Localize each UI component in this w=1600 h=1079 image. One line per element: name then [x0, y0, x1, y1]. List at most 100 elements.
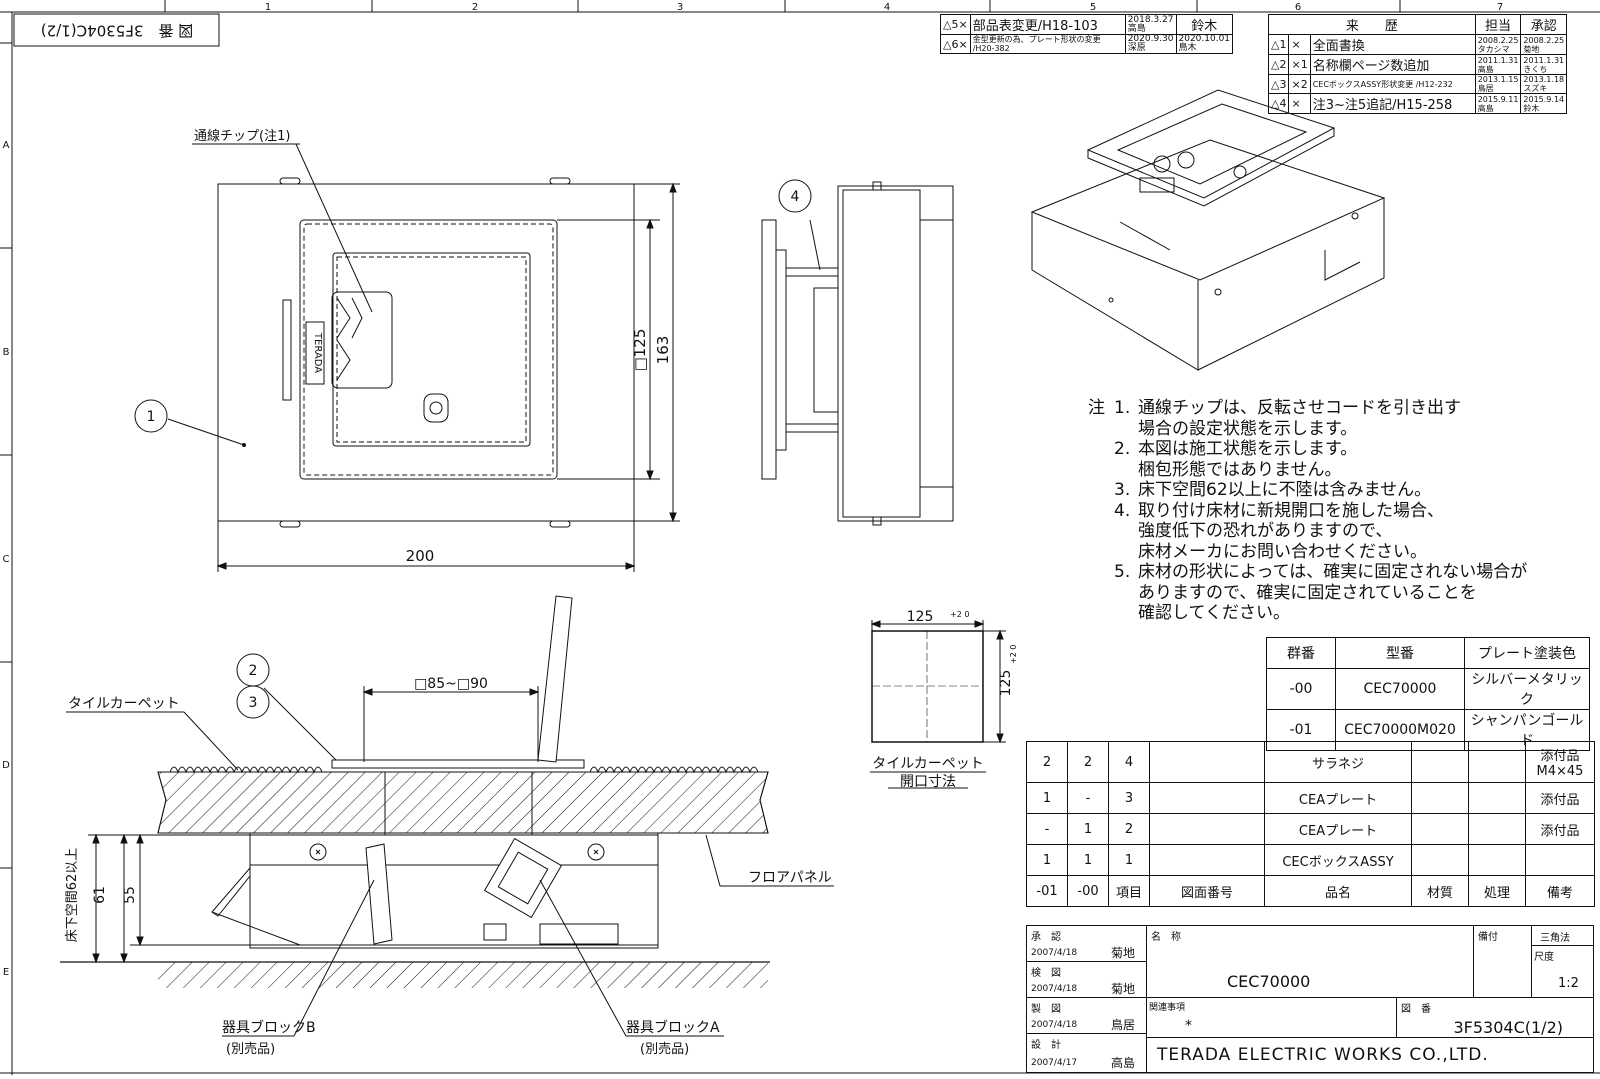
tile-carpet [169, 766, 759, 774]
bom-cell: CEAプレート [1264, 782, 1412, 814]
bom-cell [1468, 813, 1526, 845]
note-number: 2. [1114, 439, 1131, 459]
note-2: 2. 本図は施工状態を示します。 [1088, 439, 1558, 460]
dim-outer-163: 163 [654, 336, 672, 365]
concrete-slab-hatch [158, 962, 768, 988]
projection-cell: 三角法 [1531, 926, 1593, 946]
ruler-col-4: 4 [884, 2, 890, 13]
bom-cell: 1 [1026, 782, 1068, 814]
product-row: -00 CEC70000 シルバーメタリック [1266, 668, 1590, 710]
sheet-frame [0, 11, 1600, 1075]
note-number: 4. [1114, 500, 1131, 521]
bom-cell [1149, 741, 1265, 783]
rev-count: ×1 [1288, 54, 1311, 75]
top-view [167, 143, 680, 572]
rev-count: × [1288, 93, 1311, 114]
ruler-ticks [0, 0, 1401, 869]
bom-cell: 添付品 [1525, 813, 1595, 845]
bom-cell: 1 [1026, 844, 1068, 876]
bom-header-row: -01 -00 項目 図面番号 品名 材質 処理 備考 [1026, 875, 1595, 907]
side-view [761, 181, 954, 526]
scale: 1:2 [1558, 976, 1579, 991]
top-view-chip-label: 通線チップ(注1) [194, 128, 290, 144]
product-model: CEC70000 [1335, 668, 1465, 710]
drawing-no: 3F5304C(1/2) [1453, 1018, 1563, 1037]
approve-name: 菊地 [1111, 946, 1136, 960]
note-line: 確認してください。 [1138, 603, 1290, 623]
top-view-inner-frame [299, 219, 558, 480]
company-name: TERADA ELECTRIC WORKS CO.,LTD. [1157, 1045, 1489, 1065]
note-line: 本図は施工状態を示します。 [1138, 439, 1358, 459]
bom-header-cell: 備考 [1525, 875, 1595, 907]
rev-mark: △1 [1267, 34, 1290, 55]
bom-cell [1411, 782, 1469, 814]
rev-desc: 金型更新の為、プレート形状の変更 /H20-382 [969, 34, 1126, 54]
bom-cell [1411, 844, 1469, 876]
draw-date: 2007/4/18 [1031, 1020, 1078, 1030]
bom-cell: 4 [1108, 741, 1150, 783]
top-view-brand-text: TERADA [312, 332, 323, 373]
callout-3-circle [236, 685, 270, 719]
note-line: 梱包形態ではありません。 [1138, 459, 1342, 480]
opening-caption-1: タイルカーペット [872, 756, 984, 772]
rev-mark: △3 [1267, 74, 1290, 94]
bom-cell: 1 [1108, 844, 1150, 876]
ruler-col-2: 2 [472, 2, 478, 13]
note-5: 5. 床材の形状によっては、確実に固定されない場合が [1088, 562, 1558, 583]
product-header-color: プレート塗装色 [1464, 637, 1590, 669]
opening-dim-w: 125 [907, 609, 934, 625]
design-date: 2007/4/17 [1031, 1058, 1078, 1068]
dim-width-200: 200 [406, 547, 435, 565]
bom-cell [1525, 844, 1595, 876]
bom-cell: - [1067, 782, 1109, 814]
note-line: 取り付け床材に新規開口を施した場合、 [1138, 500, 1444, 521]
bom-cell: 2 [1067, 741, 1109, 783]
rev-count: ×2 [1288, 74, 1311, 94]
note-line: 床材メーカにお問い合わせください。 [1138, 541, 1427, 562]
bom-row: 1 - 3 CEAプレート 添付品 [1026, 782, 1595, 814]
ruler-col-3: 3 [677, 2, 683, 13]
bom-cell: 3 [1108, 782, 1150, 814]
isometric-view [1030, 89, 1386, 371]
bom-cell: 1 [1067, 844, 1109, 876]
design-cell: 設 計 2007/4/17 高島 [1027, 1034, 1147, 1072]
bom-cell: 2 [1026, 741, 1068, 783]
top-view-outer-plate [217, 183, 635, 522]
callout-2-text: 2 [249, 663, 258, 679]
label-underfloor: 床下空間62以上 [65, 848, 80, 943]
section-view [60, 595, 834, 1037]
draw-name: 鳥居 [1111, 1018, 1136, 1032]
bom-header-cell: 処理 [1468, 875, 1526, 907]
ruler-col-6: 6 [1295, 2, 1301, 13]
bom-row: 1 1 1 CECボックスASSY [1026, 844, 1595, 876]
related: * [1185, 1018, 1192, 1034]
product-header-model: 型番 [1335, 637, 1465, 669]
dim-55: 55 [122, 886, 138, 904]
callout-1-text: 1 [147, 409, 156, 425]
rev-header-approve: 承認 [1520, 14, 1568, 35]
corner-sheet-number-text: 図 番 3F5304C(1/2) [41, 22, 193, 40]
dim-61: 61 [92, 886, 108, 904]
callout-4-circle [778, 179, 812, 213]
rev-desc: CECボックスASSY形状変更 /H12-232 [1309, 74, 1476, 94]
opening-square [871, 630, 984, 743]
bom-header-cell: 項目 [1108, 875, 1150, 907]
bikou-cell: 備付 [1473, 926, 1531, 998]
bom-cell [1411, 813, 1469, 845]
bom-cell [1149, 782, 1265, 814]
product-table-header: 群番 型番 プレート塗装色 [1266, 637, 1590, 669]
draw-label: 製 図 [1031, 1004, 1061, 1015]
bom-cell [1149, 813, 1265, 845]
drawing-no-cell: 図 番 3F5304C(1/2) [1397, 998, 1593, 1038]
block-b [365, 843, 393, 945]
approve-date: 2007/4/18 [1031, 948, 1078, 958]
note-line: ありますので、確実に固定されていることを [1138, 582, 1477, 603]
bom-table: 2 2 4 サラネジ 添付品 M4×45 1 - 3 CEAプレート 添付品 -… [1026, 741, 1595, 907]
bom-cell [1411, 741, 1469, 783]
